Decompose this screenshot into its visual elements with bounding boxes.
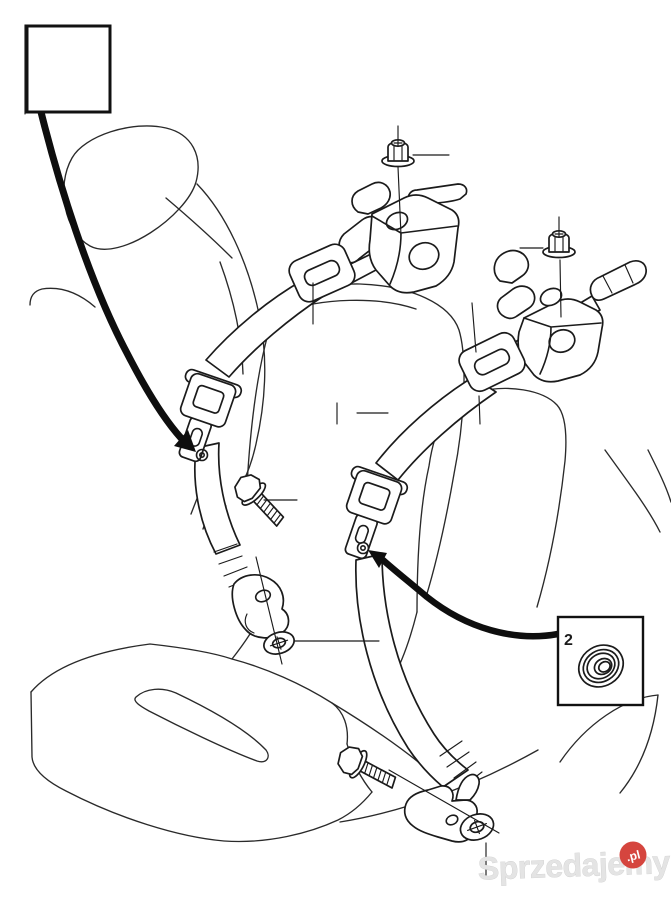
headrest: [63, 125, 199, 250]
side-panel-line-2: [647, 449, 671, 503]
backrest-left-shoulder: [29, 287, 96, 308]
callout-2-label: 2: [564, 632, 573, 649]
washer-left-axis: [255, 556, 283, 665]
left-anchor-bolt: [234, 474, 285, 527]
watermark-badge: .pl: [619, 841, 647, 869]
callout-1: [24, 24, 196, 452]
rear-shelf-corner-2: [619, 694, 659, 794]
left-belt-lower-webbing: [193, 442, 241, 555]
callout-1-arrowhead: [174, 430, 196, 452]
callout-1-box: [25, 24, 112, 114]
right-bolster: [416, 387, 567, 613]
nut-left-axis-line: [397, 166, 402, 236]
right-anchor-hole: [445, 814, 459, 826]
left-anchor-plate: [231, 574, 290, 639]
left-belt-guide-loop: [288, 243, 356, 303]
right-washer: [459, 813, 495, 841]
leader-lines: [255, 154, 562, 876]
left-retractor-facets: [371, 215, 458, 285]
right-retractor-clamp: [496, 285, 536, 320]
center-bolster: [246, 283, 465, 598]
watermark-badge-circle: [619, 841, 647, 869]
left-retractor-spool: [408, 241, 440, 271]
left-retractor-body: [368, 194, 460, 294]
left-rivet-center: [199, 451, 206, 458]
right-belt-upper-webbing: [375, 376, 497, 481]
left-latch-plate: [178, 368, 243, 463]
callout-2: 2: [368, 550, 645, 707]
right-flange-nut: [542, 216, 576, 259]
right-retractor-facets: [523, 317, 602, 375]
right-pretensioner-tip: [589, 259, 647, 302]
right-anchor-bolt: [337, 746, 397, 789]
right-rivet-center: [359, 544, 366, 551]
left-washer: [263, 631, 295, 655]
right-tip-segments: [602, 264, 634, 294]
right-anchor-bracket: [403, 785, 478, 843]
right-belt-assembly: [337, 216, 647, 843]
bench-top-edge: [30, 643, 349, 745]
left-belt-assembly: [178, 125, 468, 655]
loop-right-leader-stub-a: [471, 302, 477, 353]
watermark-badge-label: .pl: [625, 847, 642, 864]
headrest-neck-line: [165, 197, 233, 259]
right-latch-plate: [344, 465, 409, 560]
bench-fold: [134, 688, 269, 763]
grommet: [577, 644, 625, 688]
right-rivet: [356, 541, 370, 555]
side-panel-line-1: [604, 449, 661, 533]
left-belt-upper-webbing: [205, 279, 326, 378]
nut-right-axis-line: [559, 259, 562, 318]
callout-2-arrowhead: [368, 550, 387, 568]
left-anchor-detail: [244, 613, 255, 634]
right-anchor-tab: [455, 773, 480, 801]
washer-right-axis: [388, 769, 500, 834]
left-anchor-hole: [254, 589, 272, 603]
left-retractor-bracket: [351, 181, 392, 215]
bench-outline: [30, 691, 373, 843]
callout-1-arrow-shaft: [37, 108, 185, 442]
left-rivet: [195, 448, 209, 462]
right-retractor-hook: [493, 249, 530, 284]
callout-2-arrow-shaft: [379, 556, 562, 640]
loop-right-leader-stub-b: [478, 395, 481, 425]
rear-shelf-corner-1: [559, 694, 659, 763]
left-flange-nut: [381, 125, 415, 168]
right-belt-lower-webbing: [354, 553, 469, 788]
